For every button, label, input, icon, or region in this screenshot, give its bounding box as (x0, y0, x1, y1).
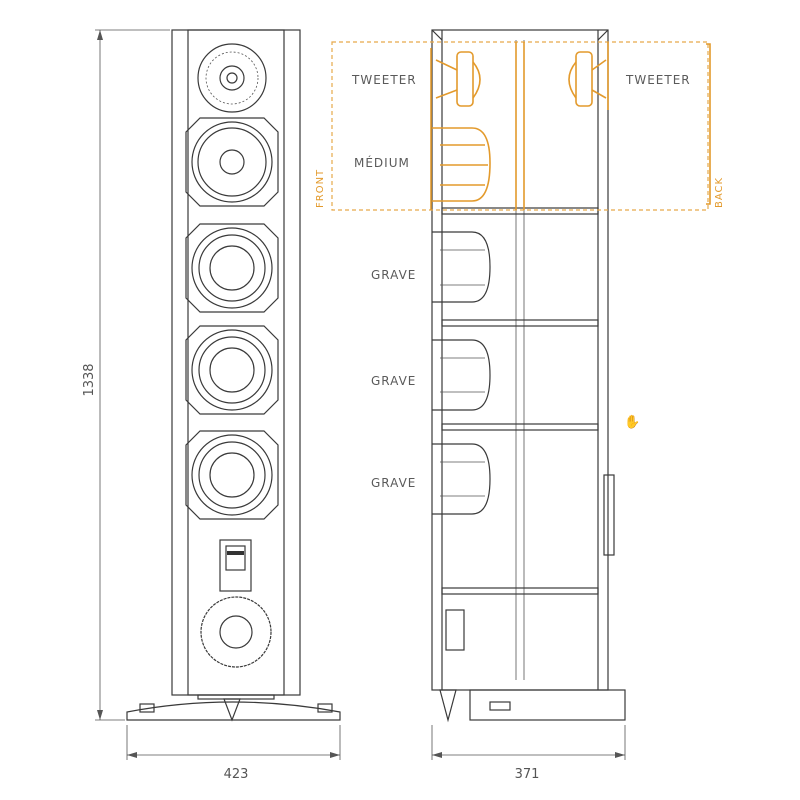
tweeter-front-drawing (435, 51, 481, 107)
front-width-dimension: 423 (126, 725, 341, 782)
front-base (126, 694, 341, 722)
woofer-1 (185, 223, 279, 313)
grave-label-3: GRAVE (371, 476, 416, 490)
side-depth-value: 371 (515, 767, 540, 782)
grave-label-2: GRAVE (371, 374, 416, 388)
hand-cursor-icon: ✋ (624, 414, 640, 430)
medium-side-drawing (432, 127, 491, 202)
height-value: 1338 (82, 363, 97, 396)
tweeter-back-label: TWEETER (625, 73, 691, 87)
tweeter-front-label: TWEETER (351, 73, 417, 87)
medium-label: MÉDIUM (354, 155, 410, 170)
upper-section-highlight: FRONT BACK (315, 41, 725, 211)
grave-label-1: GRAVE (371, 268, 416, 282)
medium-driver (185, 117, 279, 207)
height-dimension: 1338 (82, 29, 170, 721)
tweeter-driver (197, 43, 267, 113)
front-view (126, 29, 341, 722)
back-label: BACK (714, 177, 725, 208)
tweeter-back-drawing (568, 51, 607, 107)
side-depth-dimension: 371 (431, 725, 626, 782)
side-base (439, 689, 626, 723)
side-view (431, 29, 626, 723)
woofer-side-2 (432, 339, 491, 411)
port-ring (200, 596, 272, 668)
front-width-value: 423 (224, 767, 249, 782)
front-label: FRONT (315, 169, 326, 208)
woofer-side-3 (432, 443, 491, 515)
woofer-3 (185, 430, 279, 520)
woofer-side-1 (432, 231, 491, 303)
logo-badge (219, 539, 252, 592)
woofer-2 (185, 325, 279, 415)
